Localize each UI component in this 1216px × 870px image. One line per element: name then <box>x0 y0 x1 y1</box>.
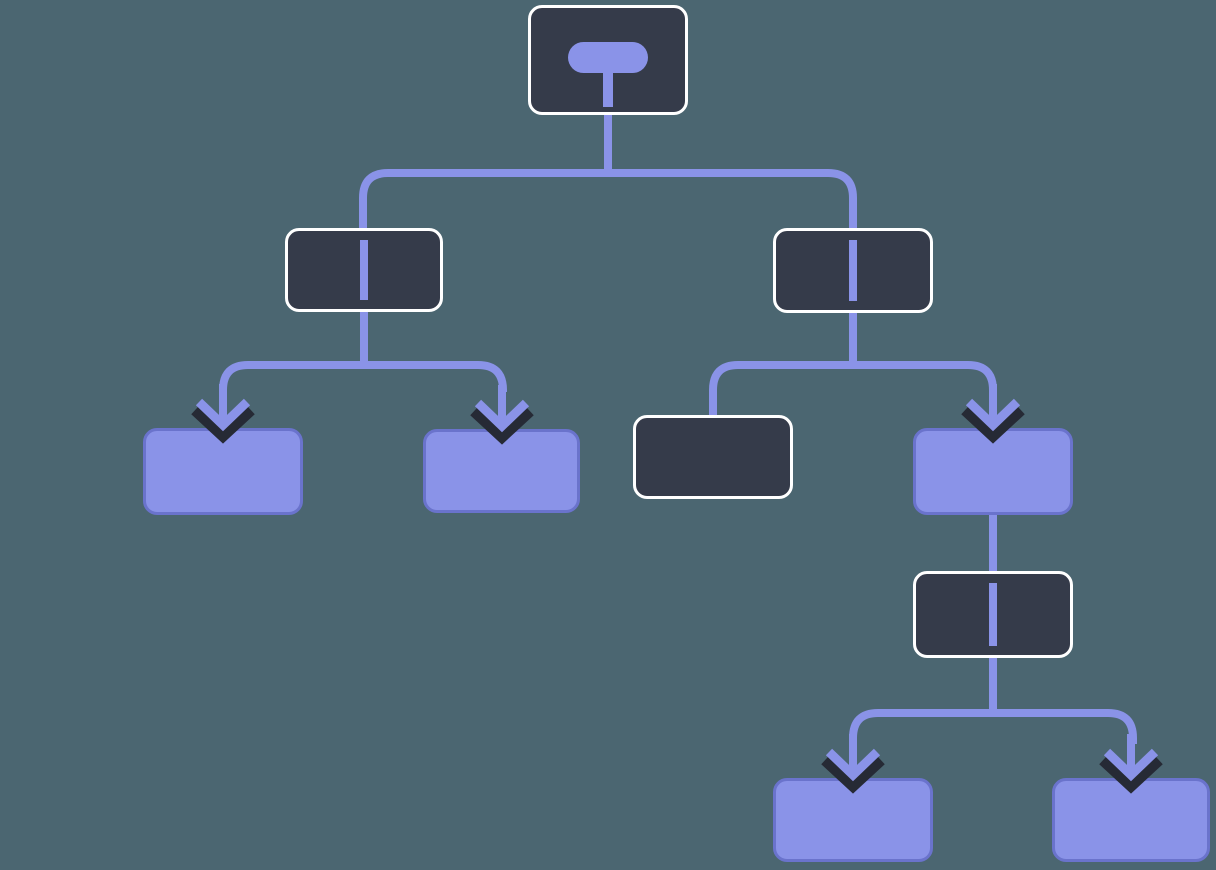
arrow-down-icon <box>1099 734 1163 794</box>
chevron-dark <box>821 751 885 794</box>
pill-icon <box>568 42 648 73</box>
arrow-down-icon <box>191 384 255 444</box>
node-branch-right[interactable] <box>773 228 933 313</box>
arrow-head <box>195 398 251 432</box>
node-root[interactable] <box>528 5 688 115</box>
node-branch-left[interactable] <box>285 228 443 312</box>
vertical-line-icon <box>360 240 368 300</box>
arrow-head <box>825 748 881 782</box>
arrow-down-icon <box>961 384 1025 444</box>
pill-stem-icon <box>603 68 613 107</box>
vertical-line-icon <box>849 240 857 301</box>
arrow-head <box>1103 748 1159 782</box>
arrow-down-icon <box>821 734 885 794</box>
connector-branch-bottom-to-leaves <box>849 654 1137 744</box>
vertical-line-icon <box>989 583 997 646</box>
connector-group <box>219 110 1137 744</box>
chevron-dark <box>191 401 255 444</box>
connector-root-to-branches <box>359 110 857 232</box>
arrow-down-icon <box>470 385 534 445</box>
node-dark-empty[interactable] <box>633 415 793 499</box>
chevron-dark <box>961 401 1025 444</box>
arrow-head <box>474 399 530 433</box>
connector-branch-right-to-children <box>709 308 997 418</box>
chevron-dark <box>1099 751 1163 794</box>
chevron-dark <box>470 402 534 445</box>
node-branch-bottom[interactable] <box>913 571 1073 658</box>
arrow-head <box>965 398 1021 432</box>
connector-branch-left-to-leaves <box>219 308 507 392</box>
